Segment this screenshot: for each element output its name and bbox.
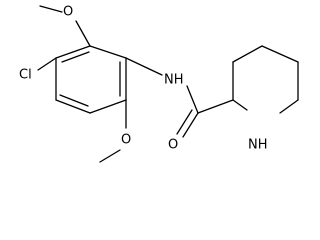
bond-ring-to-chlorine [37,57,57,71]
piperidine-bond-c6-n [279,99,299,114]
bond-carbonyl-double-a [182,112,199,138]
bond-ring-to-amide-n [125,57,163,76]
ring-bond-c6-c1 [55,45,91,59]
bond-carbonyl-c-to-piperidine [197,99,234,114]
piperidine-bond-c4-c5 [261,45,299,63]
atom-label-chlorine: Cl [19,68,32,83]
bond-amide-n-to-carbonyl-c [186,85,199,114]
atom-label-amide-nh: NH [164,73,184,88]
bond-methoxy-o-to-methyl-bottom [99,149,121,163]
benzene-ring [55,45,127,114]
ring-bond-c4-c5-inner [59,94,89,107]
bond-carbonyl-double-b [176,109,193,135]
atom-label-piperidine-nh: NH [248,138,268,153]
ring-bond-c1-c2 [89,45,127,59]
bond-ring-to-methoxy-o-top [75,20,91,47]
atom-label-methoxy-o-top: O [63,5,73,20]
ring-bond-c6-c1-inner [61,51,90,63]
atom-label-carbonyl-o: O [168,138,178,153]
piperidine-bond-n-c2 [232,99,248,111]
piperidine-ring [232,45,299,114]
piperidine-bond-c3-c4 [232,45,263,63]
atom-label-methoxy-o-bottom: O [121,133,131,148]
ring-bond-c4-c5 [55,99,91,114]
bond-methoxy-o-to-methyl-top [39,5,63,13]
ring-bond-c3-c4 [89,99,127,114]
structure-diagram: O Cl O NH O NH [19,5,299,163]
